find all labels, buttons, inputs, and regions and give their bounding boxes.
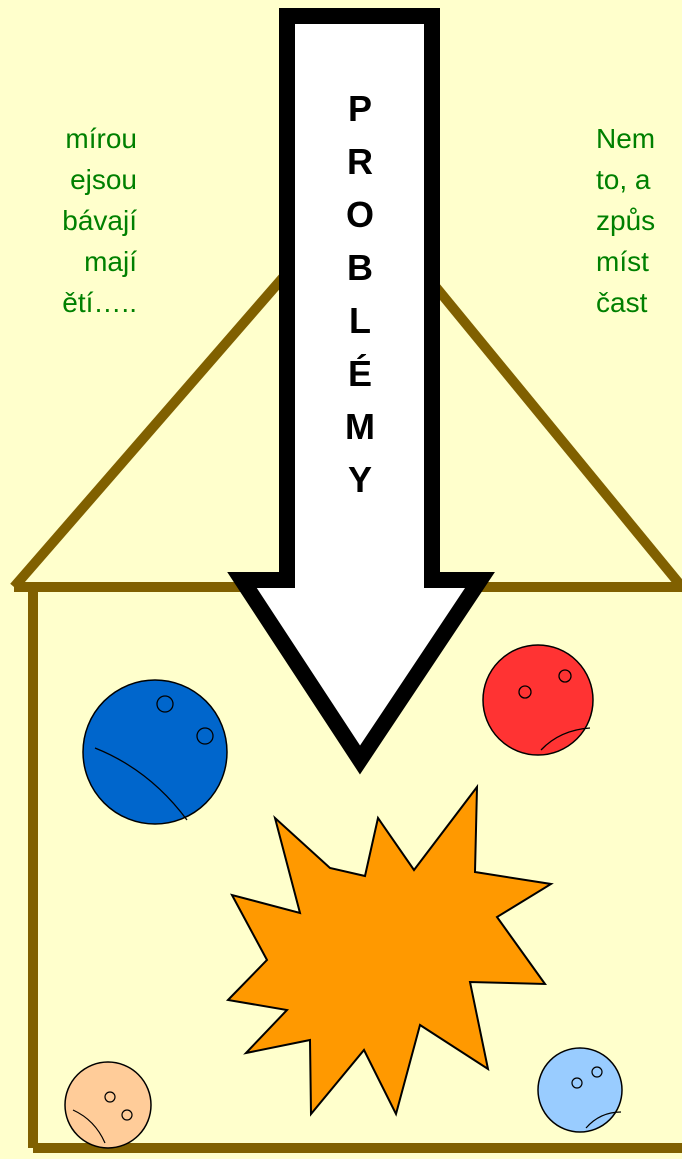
arrow-letter: O xyxy=(320,188,400,241)
arrow-letter: B xyxy=(320,241,400,294)
face-red xyxy=(483,645,593,755)
arrow-letter: L xyxy=(320,294,400,347)
arrow-letter: M xyxy=(320,400,400,453)
right-text-line: způs xyxy=(596,200,655,241)
arrow-letter: P xyxy=(320,82,400,135)
sad-face-icon xyxy=(538,1048,622,1132)
sad-face-icon xyxy=(483,645,593,755)
right-text-line: čast xyxy=(596,282,655,323)
arrow-letter: É xyxy=(320,347,400,400)
left-text-line: bávají xyxy=(62,200,137,241)
left-text-line: ejsou xyxy=(62,159,137,200)
right-text-block: Nem to, a způs míst čast xyxy=(596,118,655,323)
arrow-letter: Y xyxy=(320,453,400,506)
arrow-letter: R xyxy=(320,135,400,188)
left-text-line: mírou xyxy=(62,118,137,159)
arrow-label: P R O B L É M Y xyxy=(320,82,400,506)
left-text-block: mírou ejsou bávají mají ětí….. xyxy=(62,118,137,323)
face-peach xyxy=(65,1062,151,1148)
left-text-line: mají xyxy=(62,241,137,282)
house-roof-left xyxy=(14,258,300,587)
right-text-line: to, a xyxy=(596,159,655,200)
right-text-line: míst xyxy=(596,241,655,282)
left-text-line: ětí….. xyxy=(62,282,137,323)
explosion-icon xyxy=(228,787,551,1114)
sad-face-icon xyxy=(65,1062,151,1148)
sad-face-icon xyxy=(83,680,227,824)
right-text-line: Nem xyxy=(596,118,655,159)
face-lightblue xyxy=(538,1048,622,1132)
